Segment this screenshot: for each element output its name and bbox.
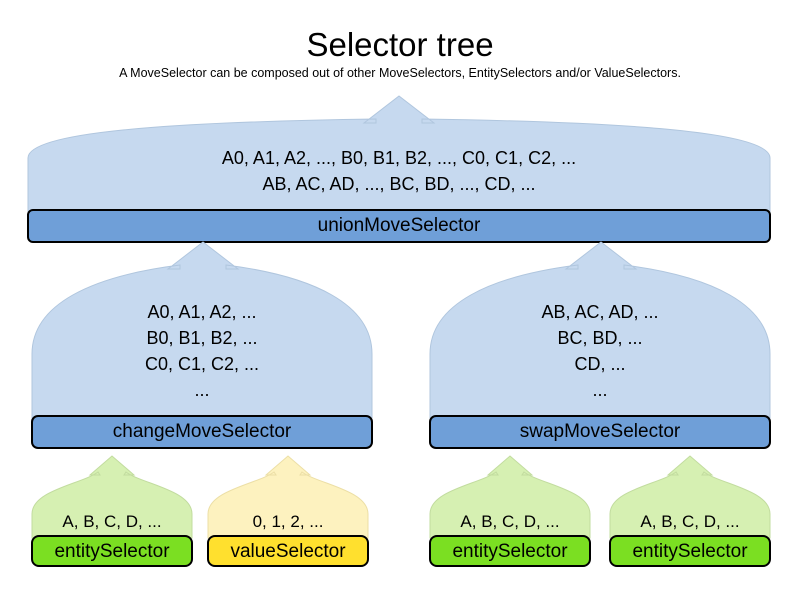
- node-entity-selector-swap-right[interactable]: A, B, C, D, ... entitySelector: [609, 455, 771, 568]
- node-value-selector-change[interactable]: 0, 1, 2, ... valueSelector: [207, 455, 369, 568]
- node-union-move-selector[interactable]: A0, A1, A2, ..., B0, B1, B2, ..., C0, C1…: [27, 95, 771, 243]
- entity-balloon-shape: [429, 455, 591, 567]
- node-entity-selector-change[interactable]: A, B, C, D, ... entitySelector: [31, 455, 193, 568]
- node-swap-move-selector[interactable]: AB, AC, AD, ... BC, BD, ... CD, ... ... …: [429, 241, 771, 449]
- value-balloon-shape: [207, 455, 369, 567]
- page-subtitle: A MoveSelector can be composed out of ot…: [119, 66, 681, 80]
- entity-balloon-shape: [609, 455, 771, 567]
- union-balloon-shape: [27, 95, 771, 243]
- node-change-move-selector[interactable]: A0, A1, A2, ... B0, B1, B2, ... C0, C1, …: [31, 241, 373, 449]
- swap-balloon-shape: [429, 241, 771, 449]
- page-title: Selector tree: [306, 26, 494, 63]
- node-entity-selector-swap-left[interactable]: A, B, C, D, ... entitySelector: [429, 455, 591, 568]
- change-balloon-shape: [31, 241, 373, 449]
- entity-balloon-shape: [31, 455, 193, 567]
